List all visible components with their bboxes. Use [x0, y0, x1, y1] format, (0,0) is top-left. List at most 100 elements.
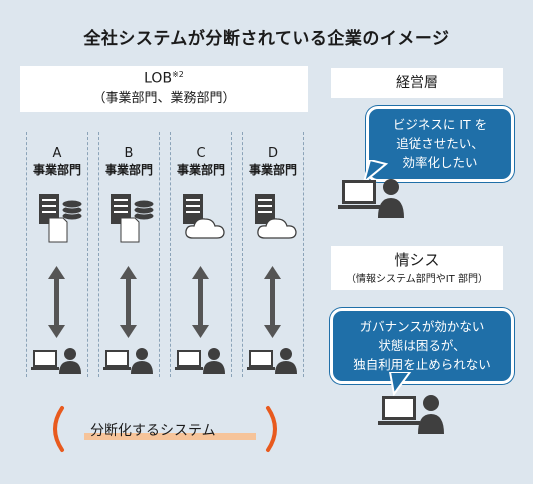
arrow-head-down — [120, 325, 137, 338]
it-bubble-tail — [388, 372, 412, 397]
management-user-icon — [338, 179, 404, 218]
person-body — [131, 361, 153, 374]
it-bubble-line: 状態は困るが、 — [378, 338, 466, 353]
department-name: 事業部門 — [248, 163, 297, 177]
department-name: 事業部門 — [104, 163, 153, 177]
laptop-base — [103, 367, 131, 370]
server-slot — [258, 205, 272, 207]
arrow-head-up — [264, 266, 281, 279]
lob-label: LOB — [144, 70, 173, 87]
department-column: B 事業部門 — [98, 132, 160, 377]
department-letter: D — [267, 146, 278, 161]
user-laptop-icon — [103, 348, 153, 374]
laptop-display — [179, 352, 199, 365]
server-icon — [183, 194, 203, 224]
lob-note-mark: ※2 — [172, 70, 184, 79]
laptop-base — [175, 367, 203, 370]
department-name: 事業部門 — [176, 163, 225, 177]
management-bubble-line: 追従させたい、 — [396, 136, 484, 151]
arrow-shaft — [198, 276, 203, 328]
person-body — [418, 414, 444, 434]
cloud-icon — [257, 218, 297, 239]
server-slot — [186, 211, 200, 213]
it-user-icon — [378, 395, 444, 434]
person-head — [136, 348, 148, 360]
server-icon — [111, 194, 131, 224]
arrow-head-up — [48, 266, 65, 279]
arrow-head-down — [264, 325, 281, 338]
it-department-bubble-text: ガバナンスが効かない状態は困るが、独自利用を止められない — [333, 311, 511, 374]
it-bubble-line: ガバナンスが効かない — [359, 319, 485, 334]
it-department-label: 情シス — [394, 251, 440, 269]
highlight-underline — [84, 433, 256, 440]
lob-title: LOB※2 — [20, 70, 308, 87]
person-head — [383, 179, 399, 195]
department-column: A 事業部門 — [26, 132, 88, 377]
fragmentation-bracket — [53, 406, 277, 452]
person-head — [208, 348, 220, 360]
server-slot — [42, 199, 56, 201]
server-slot — [114, 205, 128, 207]
department-letter: A — [52, 146, 62, 161]
user-laptop-icon — [175, 348, 225, 374]
server-icon — [39, 194, 59, 224]
database-icon — [133, 199, 155, 221]
database-icon — [61, 199, 83, 221]
department-column: D 事業部門 — [242, 132, 304, 377]
department-letter: B — [124, 146, 134, 161]
bidirectional-arrow-icon — [120, 266, 137, 338]
management-bubble-tail — [362, 160, 389, 185]
lob-subtitle: （事業部門、業務部門） — [92, 90, 236, 106]
fragmentation-label: 分断化するシステム — [90, 423, 216, 439]
laptop-base — [378, 421, 420, 425]
management-header: 経営層 — [331, 68, 503, 98]
arrow-head-down — [48, 325, 65, 338]
arrow-shaft — [54, 276, 59, 328]
person-head — [423, 395, 439, 411]
laptop-display — [107, 352, 127, 365]
server-slot — [114, 211, 128, 213]
management-bubble-text: ビジネスに IT を追従させたい、効率化したい — [369, 109, 511, 172]
arrow-head-down — [192, 325, 209, 338]
department-letter: C — [196, 146, 206, 161]
document-icon — [48, 217, 68, 243]
document-icon — [120, 217, 140, 243]
lob-header: LOB※2 （事業部門、業務部門） — [20, 66, 308, 112]
right-bracket — [266, 406, 277, 452]
bubble-tail — [362, 160, 389, 185]
server-slot — [186, 205, 200, 207]
server-slot — [114, 199, 128, 201]
person-body — [59, 361, 81, 374]
server-database-icon — [111, 194, 155, 243]
bidirectional-arrow-icon — [192, 266, 209, 338]
server-database-icon — [39, 194, 83, 243]
department-name: 事業部門 — [32, 163, 81, 177]
cloud-icon — [185, 218, 225, 239]
management-bubble-line: ビジネスに IT を — [392, 117, 488, 132]
person-body — [378, 198, 404, 218]
laptop-base — [31, 367, 59, 370]
arrow-shaft — [126, 276, 131, 328]
laptop-base — [338, 205, 380, 209]
server-cloud-icon — [255, 194, 297, 239]
server-slot — [258, 199, 272, 201]
diagram-title: 全社システムが分断されている企業のイメージ — [83, 29, 450, 49]
user-laptop-icon — [247, 348, 297, 374]
server-slot — [42, 211, 56, 213]
it-department-bubble: ガバナンスが効かない状態は困るが、独自利用を止められない — [330, 308, 514, 384]
it-department-header: 情シス （情報システム部門やIT 部門） — [331, 246, 503, 290]
it-department-sublabel: （情報システム部門やIT 部門） — [346, 274, 488, 285]
bubble-tail — [388, 372, 412, 397]
server-slot — [186, 199, 200, 201]
server-slot — [42, 205, 56, 207]
management-bubble: ビジネスに IT を追従させたい、効率化したい — [366, 106, 514, 182]
person-head — [280, 348, 292, 360]
laptop-base — [247, 367, 275, 370]
person-head — [64, 348, 76, 360]
management-bubble-line: 効率化したい — [402, 155, 478, 170]
arrow-head-up — [192, 266, 209, 279]
server-icon — [255, 194, 275, 224]
person-body — [275, 361, 297, 374]
department-column: C 事業部門 — [170, 132, 232, 377]
laptop-display — [35, 352, 55, 365]
